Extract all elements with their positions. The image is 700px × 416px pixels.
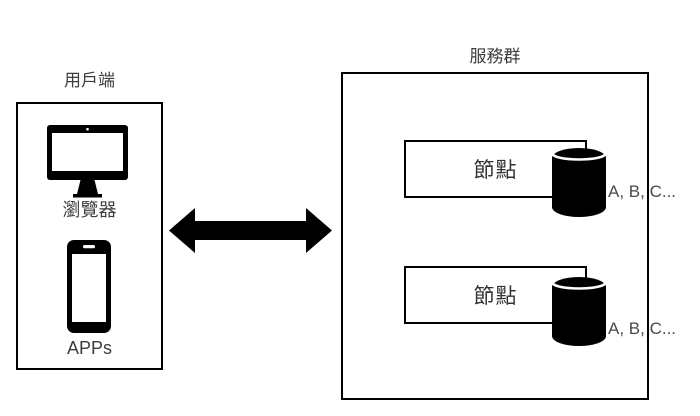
browser-label: 瀏覽器 xyxy=(62,200,117,220)
smartphone-icon xyxy=(67,240,111,333)
node-2-label: 節點 xyxy=(473,285,518,308)
monitor-icon xyxy=(47,125,128,198)
database-icon xyxy=(551,148,607,217)
client-group-title: 用戶端 xyxy=(64,71,115,90)
database-icon xyxy=(551,277,607,346)
bidirectional-arrow-icon xyxy=(169,208,332,253)
apps-label: APPs xyxy=(66,338,113,358)
node-1-storage-label: A, B, C... xyxy=(608,182,677,201)
server-group-title: 服務群 xyxy=(469,47,521,66)
node-1-label: 節點 xyxy=(473,159,518,182)
node-2-storage-label: A, B, C... xyxy=(608,319,677,338)
server-group-box xyxy=(341,72,649,400)
